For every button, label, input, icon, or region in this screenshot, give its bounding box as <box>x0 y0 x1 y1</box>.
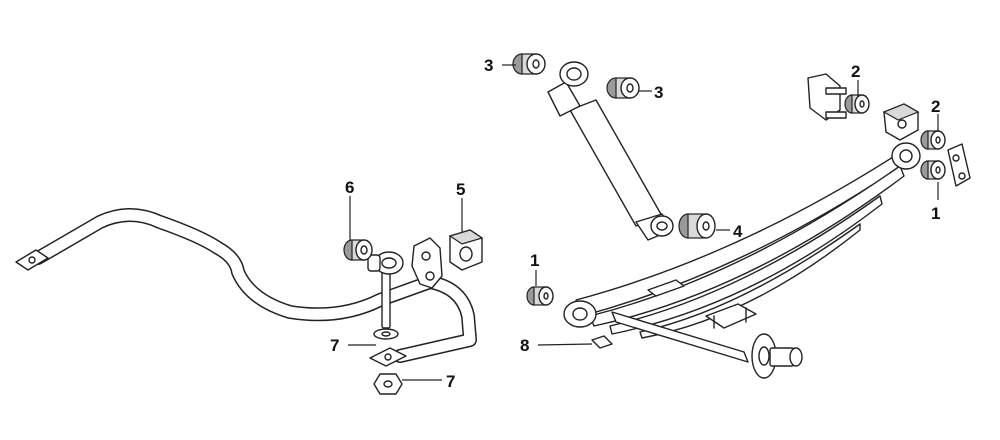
callout-1-rear: 1 <box>931 204 940 223</box>
shackle-side-plate <box>947 143 971 187</box>
spring-eye-bushing-1-front <box>526 286 554 306</box>
shock-absorber <box>547 61 674 241</box>
callout-3-right: 3 <box>654 83 663 102</box>
spring-clip-8 <box>591 335 613 349</box>
callout-4: 4 <box>733 222 743 241</box>
shackle-plate <box>807 73 847 121</box>
callout-7-lower: 7 <box>446 372 455 391</box>
callout-5: 5 <box>456 180 465 199</box>
bar-bushing-5 <box>448 229 484 271</box>
callout-2-left: 2 <box>851 62 860 81</box>
link-washer-lower-7 <box>373 373 403 395</box>
callout-6: 6 <box>345 178 354 197</box>
callout-labels: 3 3 2 2 6 5 1 1 4 7 7 8 <box>330 56 940 391</box>
stabilizer-link <box>367 251 404 329</box>
rear-axle <box>611 303 803 379</box>
callout-leaders <box>348 64 939 381</box>
bar-mounting-bracket <box>411 237 443 289</box>
spring-eye-bushing-1-rear <box>920 160 946 180</box>
shock-bushing-3-upper-left <box>512 53 546 75</box>
link-washer-upper-7 <box>373 328 399 340</box>
shock-bushing-4 <box>678 213 716 239</box>
callout-1-front: 1 <box>530 251 539 270</box>
shackle-bushing-2-right <box>920 130 946 150</box>
callout-3-left: 3 <box>484 56 493 75</box>
shock-bushing-3-upper-right <box>606 77 640 99</box>
callout-7-upper: 7 <box>330 336 339 355</box>
shackle-bushing-2-left <box>844 94 870 114</box>
link-bushing-6 <box>343 239 373 261</box>
stabilizer-bar-end-eye <box>15 249 49 271</box>
spring-hanger-bracket <box>882 103 920 141</box>
callout-2-right: 2 <box>931 97 940 116</box>
callout-8: 8 <box>520 336 529 355</box>
link-lower-plate <box>369 347 407 367</box>
stabilizer-bar <box>15 208 477 363</box>
